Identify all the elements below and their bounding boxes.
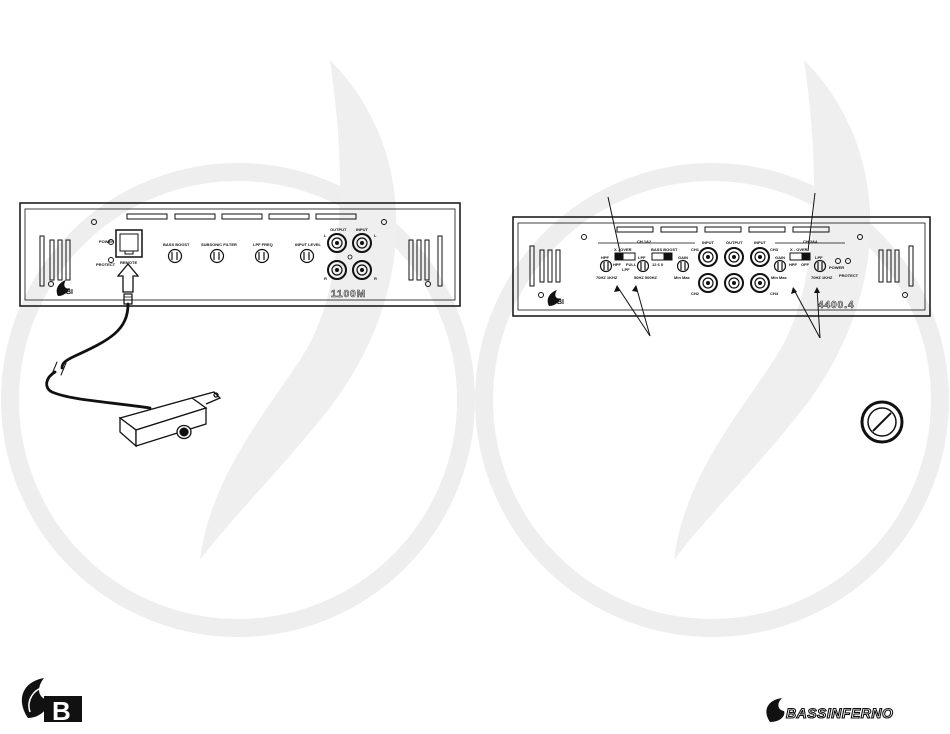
ch34-label: CH 3&4 — [803, 239, 818, 244]
svg-text:BI: BI — [66, 289, 73, 296]
brand-wordmark: BASSINFERNO — [766, 698, 893, 722]
input-level-knob-icon[interactable] — [299, 248, 315, 264]
output-label: OUTPUT — [330, 227, 347, 232]
rca-jack-icon[interactable] — [352, 233, 372, 253]
flame-watermark-right-icon — [674, 60, 871, 560]
hpf-label-right: HPF — [789, 262, 798, 267]
bass-boost-values: 12 6 0 — [652, 262, 664, 267]
input-label: INPUT — [356, 227, 369, 232]
gain-knob-icon[interactable] — [676, 259, 690, 273]
right-channel-label: R — [324, 276, 327, 281]
min-max-label-right: Min Max — [771, 275, 788, 280]
rca-jack-icon[interactable] — [327, 233, 347, 253]
protect-led — [845, 258, 851, 264]
rca-jack-icon[interactable] — [698, 273, 718, 293]
xover-freq-knob-icon[interactable] — [813, 259, 827, 273]
ch4-label: CH4 — [770, 291, 779, 296]
ch3-label: CH3 — [770, 247, 779, 252]
flame-watermark-left-icon — [200, 60, 397, 560]
gain-label-right: GAIN — [775, 255, 785, 260]
hpf-label: HPF — [613, 262, 622, 267]
callout-lines — [607, 192, 821, 339]
knob-icon — [176, 424, 192, 440]
freq-range-label-right: 70HZ 1KHZ — [811, 275, 833, 280]
left-channel-label: L — [324, 233, 327, 238]
min-max-label: Min Max — [674, 275, 691, 280]
ch1-label: CH1 — [691, 247, 700, 252]
rca-jack-icon[interactable] — [750, 247, 770, 267]
bass-boost-knob-icon[interactable] — [167, 248, 183, 264]
rca-jack-icon[interactable] — [724, 247, 744, 267]
lpf-knob-label: LPF — [638, 255, 646, 260]
brand-logo-b: B — [21, 678, 82, 726]
gain-knob-icon[interactable] — [773, 259, 787, 273]
power-label: POWER — [829, 265, 844, 270]
protect-led — [108, 257, 114, 263]
remote-bass-controller[interactable] — [118, 391, 222, 448]
rca-jack-icon[interactable] — [724, 273, 744, 293]
ch2-label: CH2 — [691, 291, 700, 296]
full-label: FULL — [626, 262, 637, 267]
rca-jack-icon[interactable] — [327, 260, 347, 280]
remote-cable — [45, 293, 152, 410]
flame-logo-icon — [766, 698, 785, 722]
watermark-right — [475, 163, 949, 637]
watermark-left — [1, 163, 475, 637]
hpf-freq-knob-icon[interactable] — [599, 259, 613, 273]
remote-port-icon[interactable] — [115, 229, 143, 258]
bi-badge-logo: BI — [547, 290, 564, 306]
rca-jack-icon[interactable] — [750, 273, 770, 293]
arrow-icon — [614, 285, 820, 294]
input-label: INPUT — [754, 240, 767, 245]
svg-text:BASSINFERNO: BASSINFERNO — [786, 705, 893, 721]
output-label: OUTPUT — [726, 240, 743, 245]
amp-left-panel — [19, 202, 461, 307]
power-label: POWER — [99, 239, 114, 244]
xover-switch-left[interactable] — [614, 252, 636, 261]
xover-left-label: X - OVER — [614, 247, 632, 252]
right-channel-label: R — [374, 276, 377, 281]
lpf-freq-label: LPF FREQ — [253, 242, 273, 247]
lpf-knob-label-right: LPF — [815, 255, 823, 260]
bass-boost-switch[interactable] — [651, 252, 673, 261]
protect-label: PROTECT — [839, 273, 859, 278]
bi-badge-logo: BI — [56, 280, 73, 296]
svg-text:BI: BI — [557, 299, 564, 306]
flame-logo-icon — [547, 290, 561, 306]
lpf-freq-knob-icon[interactable] — [636, 259, 650, 273]
xover-switch-right[interactable] — [789, 252, 811, 261]
lpf-freq-knob-icon[interactable] — [254, 248, 270, 264]
hpf-knob-label: HPF — [601, 255, 610, 260]
protect-label: PROTECT — [96, 262, 116, 267]
rca-jack-icon[interactable] — [698, 247, 718, 267]
input-label: INPUT — [702, 240, 715, 245]
bass-boost-label: BASS BOOST — [163, 242, 190, 247]
xover-right-label: X - OVER — [790, 247, 808, 252]
subsonic-filter-knob-icon[interactable] — [209, 248, 225, 264]
off-label: OFF — [801, 262, 810, 267]
rca-jack-icon[interactable] — [352, 260, 372, 280]
remote-label: REMOTE — [120, 260, 137, 265]
amp-left-model: 1100M — [331, 289, 366, 300]
input-level-label: INPUT LEVEL — [295, 242, 322, 247]
bass-boost-label: BASS BOOST — [651, 247, 678, 252]
knob-icon — [860, 400, 904, 444]
amp-right-panel — [512, 216, 931, 317]
flame-logo-icon — [56, 280, 70, 296]
power-led — [835, 258, 841, 264]
ch12-label: CH 1&2 — [637, 239, 652, 244]
amp-right-model: 4400.4 — [818, 300, 855, 311]
freq-range-label: 70HZ 1KHZ — [596, 275, 618, 280]
arrow-icon — [116, 262, 140, 293]
svg-text:B: B — [52, 696, 71, 726]
gain-label: GAIN — [678, 255, 688, 260]
left-channel-label: L — [374, 233, 377, 238]
freq-range-label: 50HZ 500HZ — [634, 275, 657, 280]
subsonic-filter-label: SUBSONIC FILTER — [201, 242, 237, 247]
power-led — [108, 239, 114, 245]
lpf-label: LPF — [622, 267, 630, 272]
